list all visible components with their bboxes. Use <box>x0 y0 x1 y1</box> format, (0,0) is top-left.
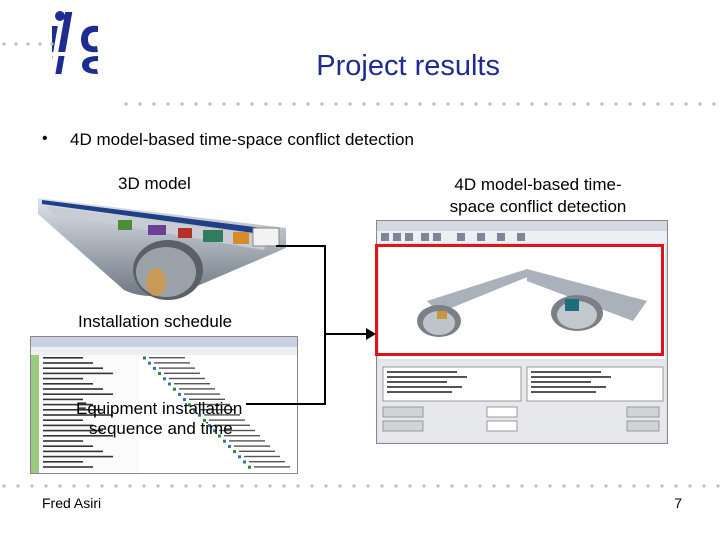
conflict-highlight-box <box>375 244 664 356</box>
label-equip-line2: sequence and time <box>89 419 233 438</box>
label-3d-model: 3D model <box>118 174 191 193</box>
bullet-marker: • <box>42 130 48 147</box>
schedule-gantt-content <box>31 337 297 473</box>
label-equip-line1: Equipment installation <box>76 399 243 418</box>
simulation-window-content <box>377 221 667 441</box>
footer-author: Fred Asiri <box>42 495 102 511</box>
label-equipment-installation: Equipment installation sequence and time <box>76 399 256 439</box>
bullet-text: 4D model-based time-space conflict detec… <box>70 130 414 149</box>
footer-divider-dots <box>2 484 720 488</box>
label-4d-conflict: 4D model-based time- space conflict dete… <box>418 174 658 218</box>
title-divider-dots <box>124 102 716 106</box>
label-4d-line1: 4D model-based time- <box>454 175 622 194</box>
page-number: 7 <box>674 495 682 511</box>
installation-schedule-window <box>30 336 298 474</box>
ilc-logo <box>52 11 98 74</box>
slide-title: Project results <box>316 50 500 82</box>
label-installation-schedule: Installation schedule <box>78 312 233 331</box>
simulation-software-window <box>376 220 668 444</box>
decorative-dots-top <box>2 42 54 46</box>
label-4d-line2: space conflict detection <box>449 197 627 216</box>
tunnel-3d-model-image <box>38 198 286 300</box>
